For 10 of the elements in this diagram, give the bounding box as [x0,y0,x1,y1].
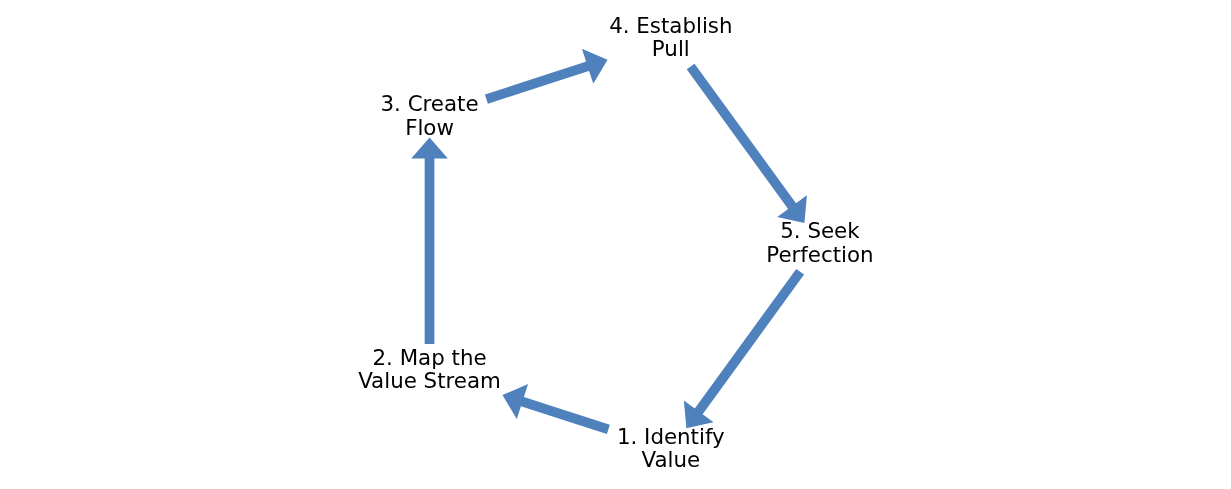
node-text: 5. Seek Perfection [765,218,874,267]
arrow [410,137,448,344]
arrow [502,384,610,435]
node-text: 1. Identify Value [616,423,725,472]
arrow [686,63,807,224]
node-text: 2. Map the Value Stream [357,345,501,394]
arrow [484,48,608,104]
arrow [683,268,804,429]
node-text: 4. Establish Pull [608,13,733,62]
node-text: 3. Create Flow [379,91,479,140]
